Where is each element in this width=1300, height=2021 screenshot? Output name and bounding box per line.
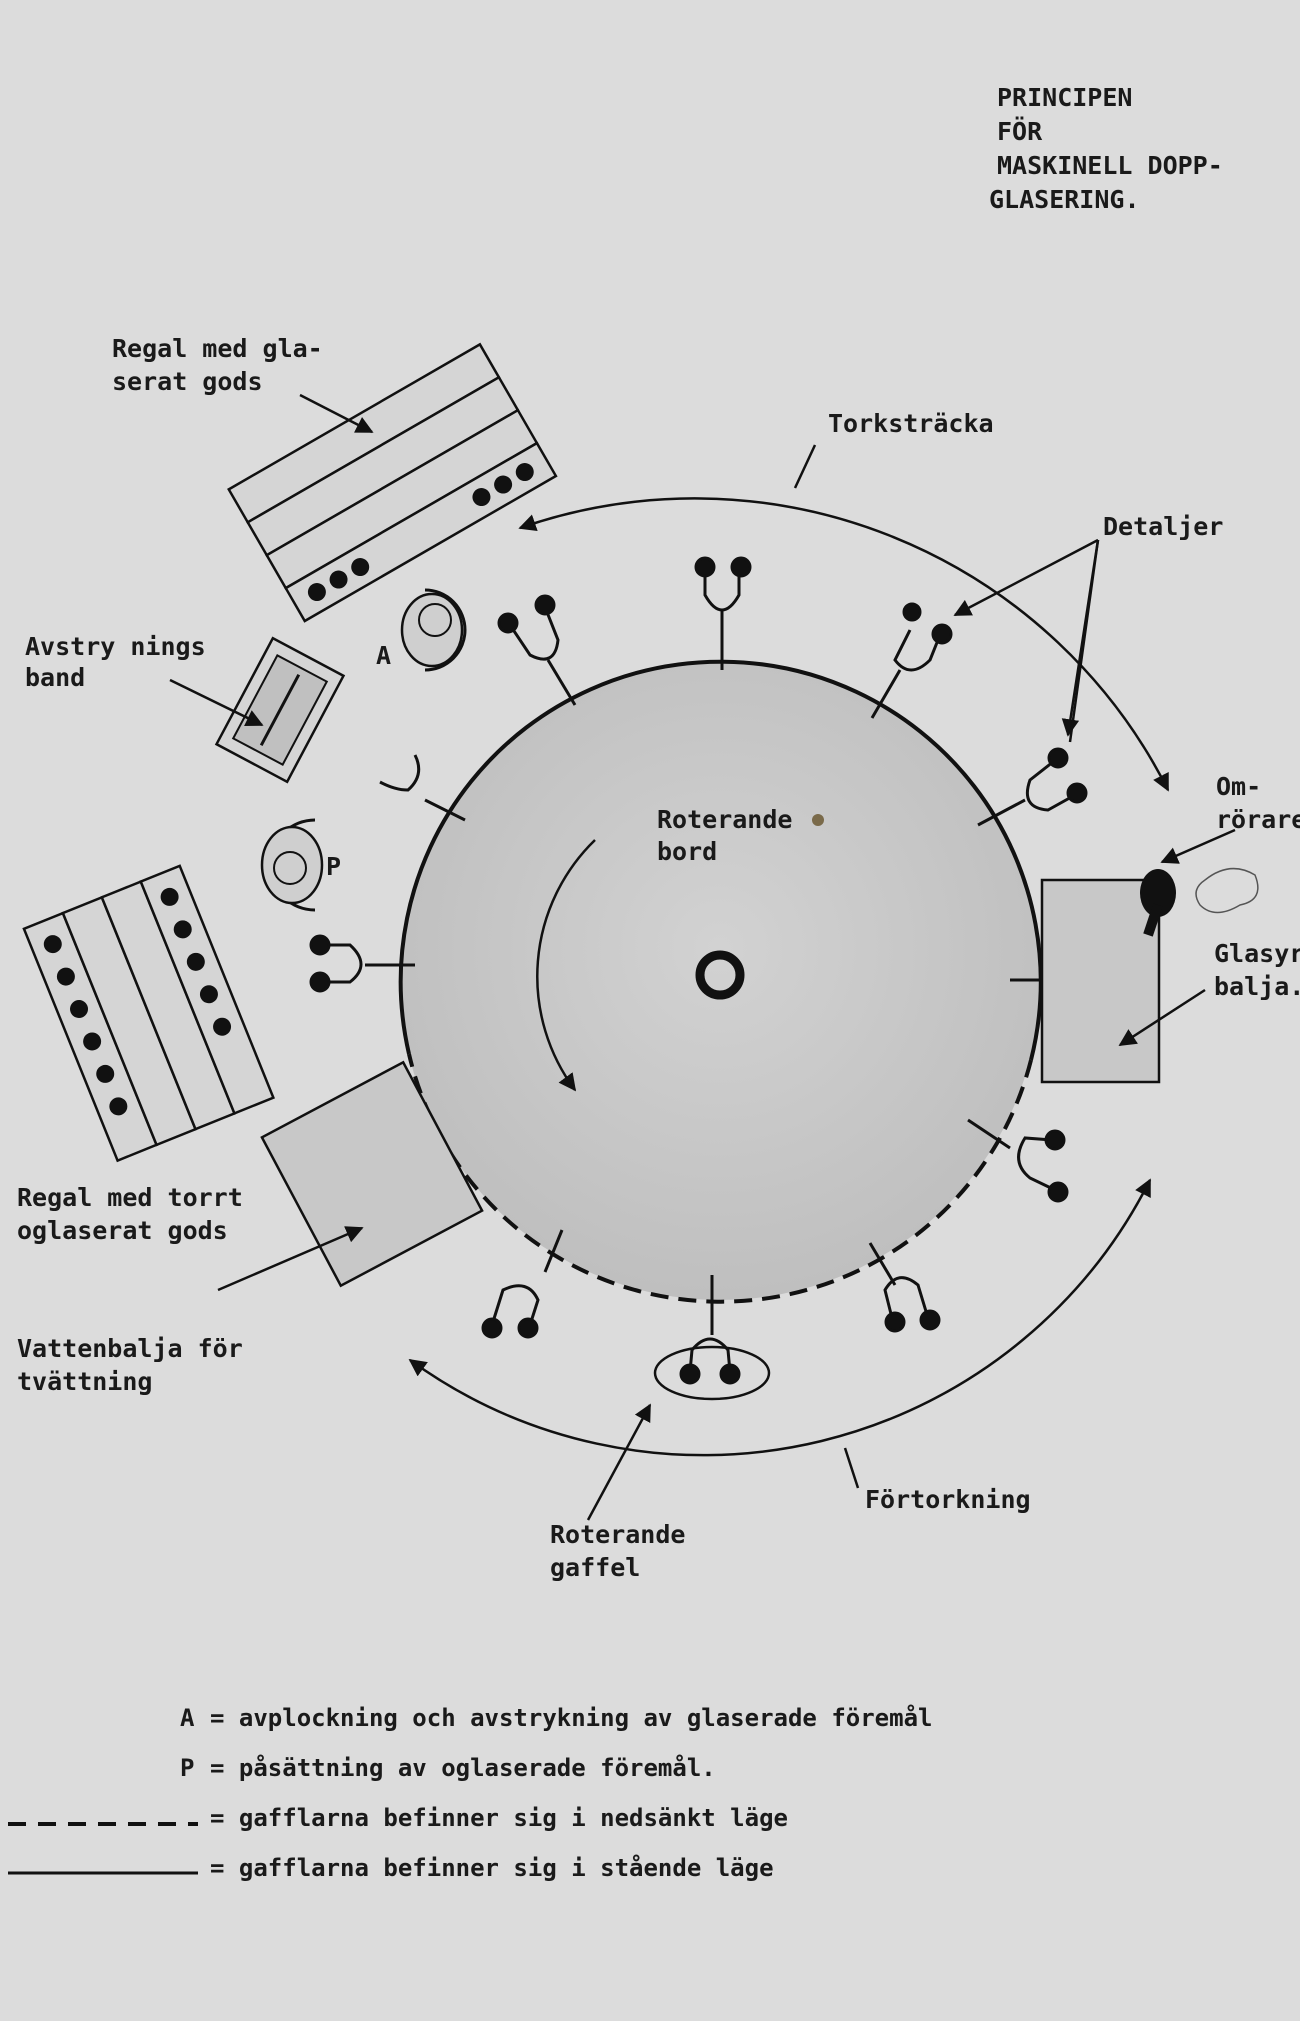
title-line-4: GLASERING.: [989, 185, 1140, 214]
legend: A = avplockning och avstrykning av glase…: [8, 1703, 932, 1882]
station-p: P: [260, 818, 341, 912]
label-detaljer: Detaljer: [1103, 512, 1223, 541]
label-regal-torrt-1: Regal med torrt: [17, 1183, 243, 1212]
stirrer: [1140, 867, 1259, 937]
water-tub: [260, 1060, 484, 1288]
title-line-1: PRINCIPEN: [997, 83, 1132, 112]
rotation-arrow: [536, 839, 596, 1092]
legend-key-p: P: [180, 1754, 194, 1782]
marker-p: P: [326, 852, 341, 881]
table-dashed-edge: [407, 1053, 1033, 1304]
label-omrorare-1: Om-: [1216, 772, 1261, 801]
legend-text-a: = avplockning och avstrykning av glasera…: [210, 1703, 932, 1732]
label-vattenbalja-1: Vattenbalja för: [17, 1334, 243, 1363]
table-center-hub: [695, 950, 745, 1000]
title-line-3: MASKINELL DOPP-: [997, 151, 1223, 180]
fortorkning-arc: [408, 1178, 1152, 1457]
title-line-2: FÖR: [997, 116, 1043, 146]
legend-text-solid: = gafflarna befinner sig i stående läge: [210, 1853, 774, 1882]
label-regal-glaserat-2: serat gods: [112, 367, 263, 396]
title-block: PRINCIPEN FÖR MASKINELL DOPP- GLASERING.: [989, 83, 1223, 214]
fork-upper-right: [870, 602, 953, 719]
marker-a: A: [376, 641, 391, 670]
label-glasyr-1: Glasyr: [1214, 939, 1300, 968]
label-glasyr-2: balja.: [1214, 972, 1300, 1001]
table-solid-edge: [398, 659, 1043, 1061]
fork-right-lower: [967, 1118, 1069, 1203]
fork-left: [309, 934, 415, 993]
label-torkstracka: Torksträcka: [828, 409, 994, 438]
label-roterande-gaffel-2: gaffel: [550, 1553, 640, 1582]
fork-top: [694, 556, 752, 670]
fork-upper-left: [497, 594, 577, 706]
label-roterande-gaffel-1: Roterande: [550, 1520, 685, 1549]
rotating-table: [400, 660, 1040, 1300]
table-mark: [812, 814, 824, 826]
label-regal-glaserat-1: Regal med gla-: [112, 334, 323, 363]
station-a: A: [376, 588, 467, 672]
label-vattenbalja-2: tvättning: [17, 1367, 152, 1396]
roterande-bord-line-1: Roterande: [657, 805, 792, 834]
legend-key-a: A: [180, 1704, 195, 1732]
fork-upper-left-2: [379, 754, 466, 822]
fork-right-upper: [977, 747, 1088, 827]
legend-text-dashed: = gafflarna befinner sig i nedsänkt läge: [210, 1804, 788, 1832]
label-fortorkning: Förtorkning: [865, 1485, 1031, 1514]
leader-lines: [169, 393, 1236, 1521]
legend-text-p: = påsättning av oglaserade föremål.: [210, 1753, 716, 1782]
label-regal-torrt-2: oglaserat gods: [17, 1216, 228, 1245]
fork-lower-left: [481, 1229, 564, 1339]
wiping-band: [214, 636, 346, 784]
label-avstryknings-2: band: [25, 663, 85, 692]
roterande-bord-line-2: bord: [657, 837, 717, 866]
fork-lower-right: [868, 1242, 941, 1333]
rack-glazed: [227, 342, 558, 623]
fork-bottom: [653, 1275, 771, 1401]
glaze-tub: [1040, 878, 1161, 1084]
label-omrorare-2: rörare: [1216, 805, 1300, 834]
torkstracka-arc: [518, 497, 1170, 792]
rack-unglazed: [22, 864, 275, 1163]
label-avstryknings-1: Avstry nings: [25, 632, 206, 661]
